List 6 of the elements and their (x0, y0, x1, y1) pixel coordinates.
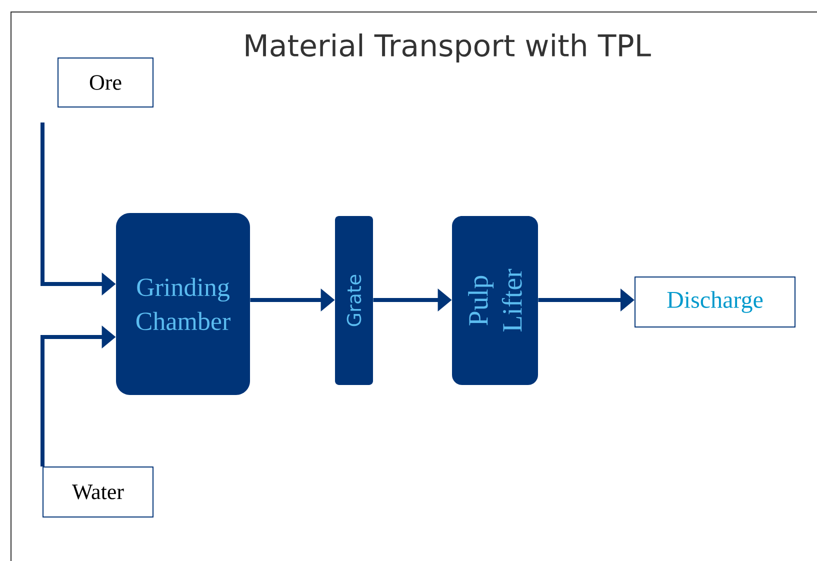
title: Material Transport with TPL (246, 33, 651, 62)
input-box: Water (42, 466, 154, 518)
output-box: Discharge (634, 276, 796, 328)
input-box: Ore (58, 58, 154, 108)
process-block: Grinding Chamber (116, 212, 250, 395)
process-block: Pulp Lifter (452, 216, 538, 385)
